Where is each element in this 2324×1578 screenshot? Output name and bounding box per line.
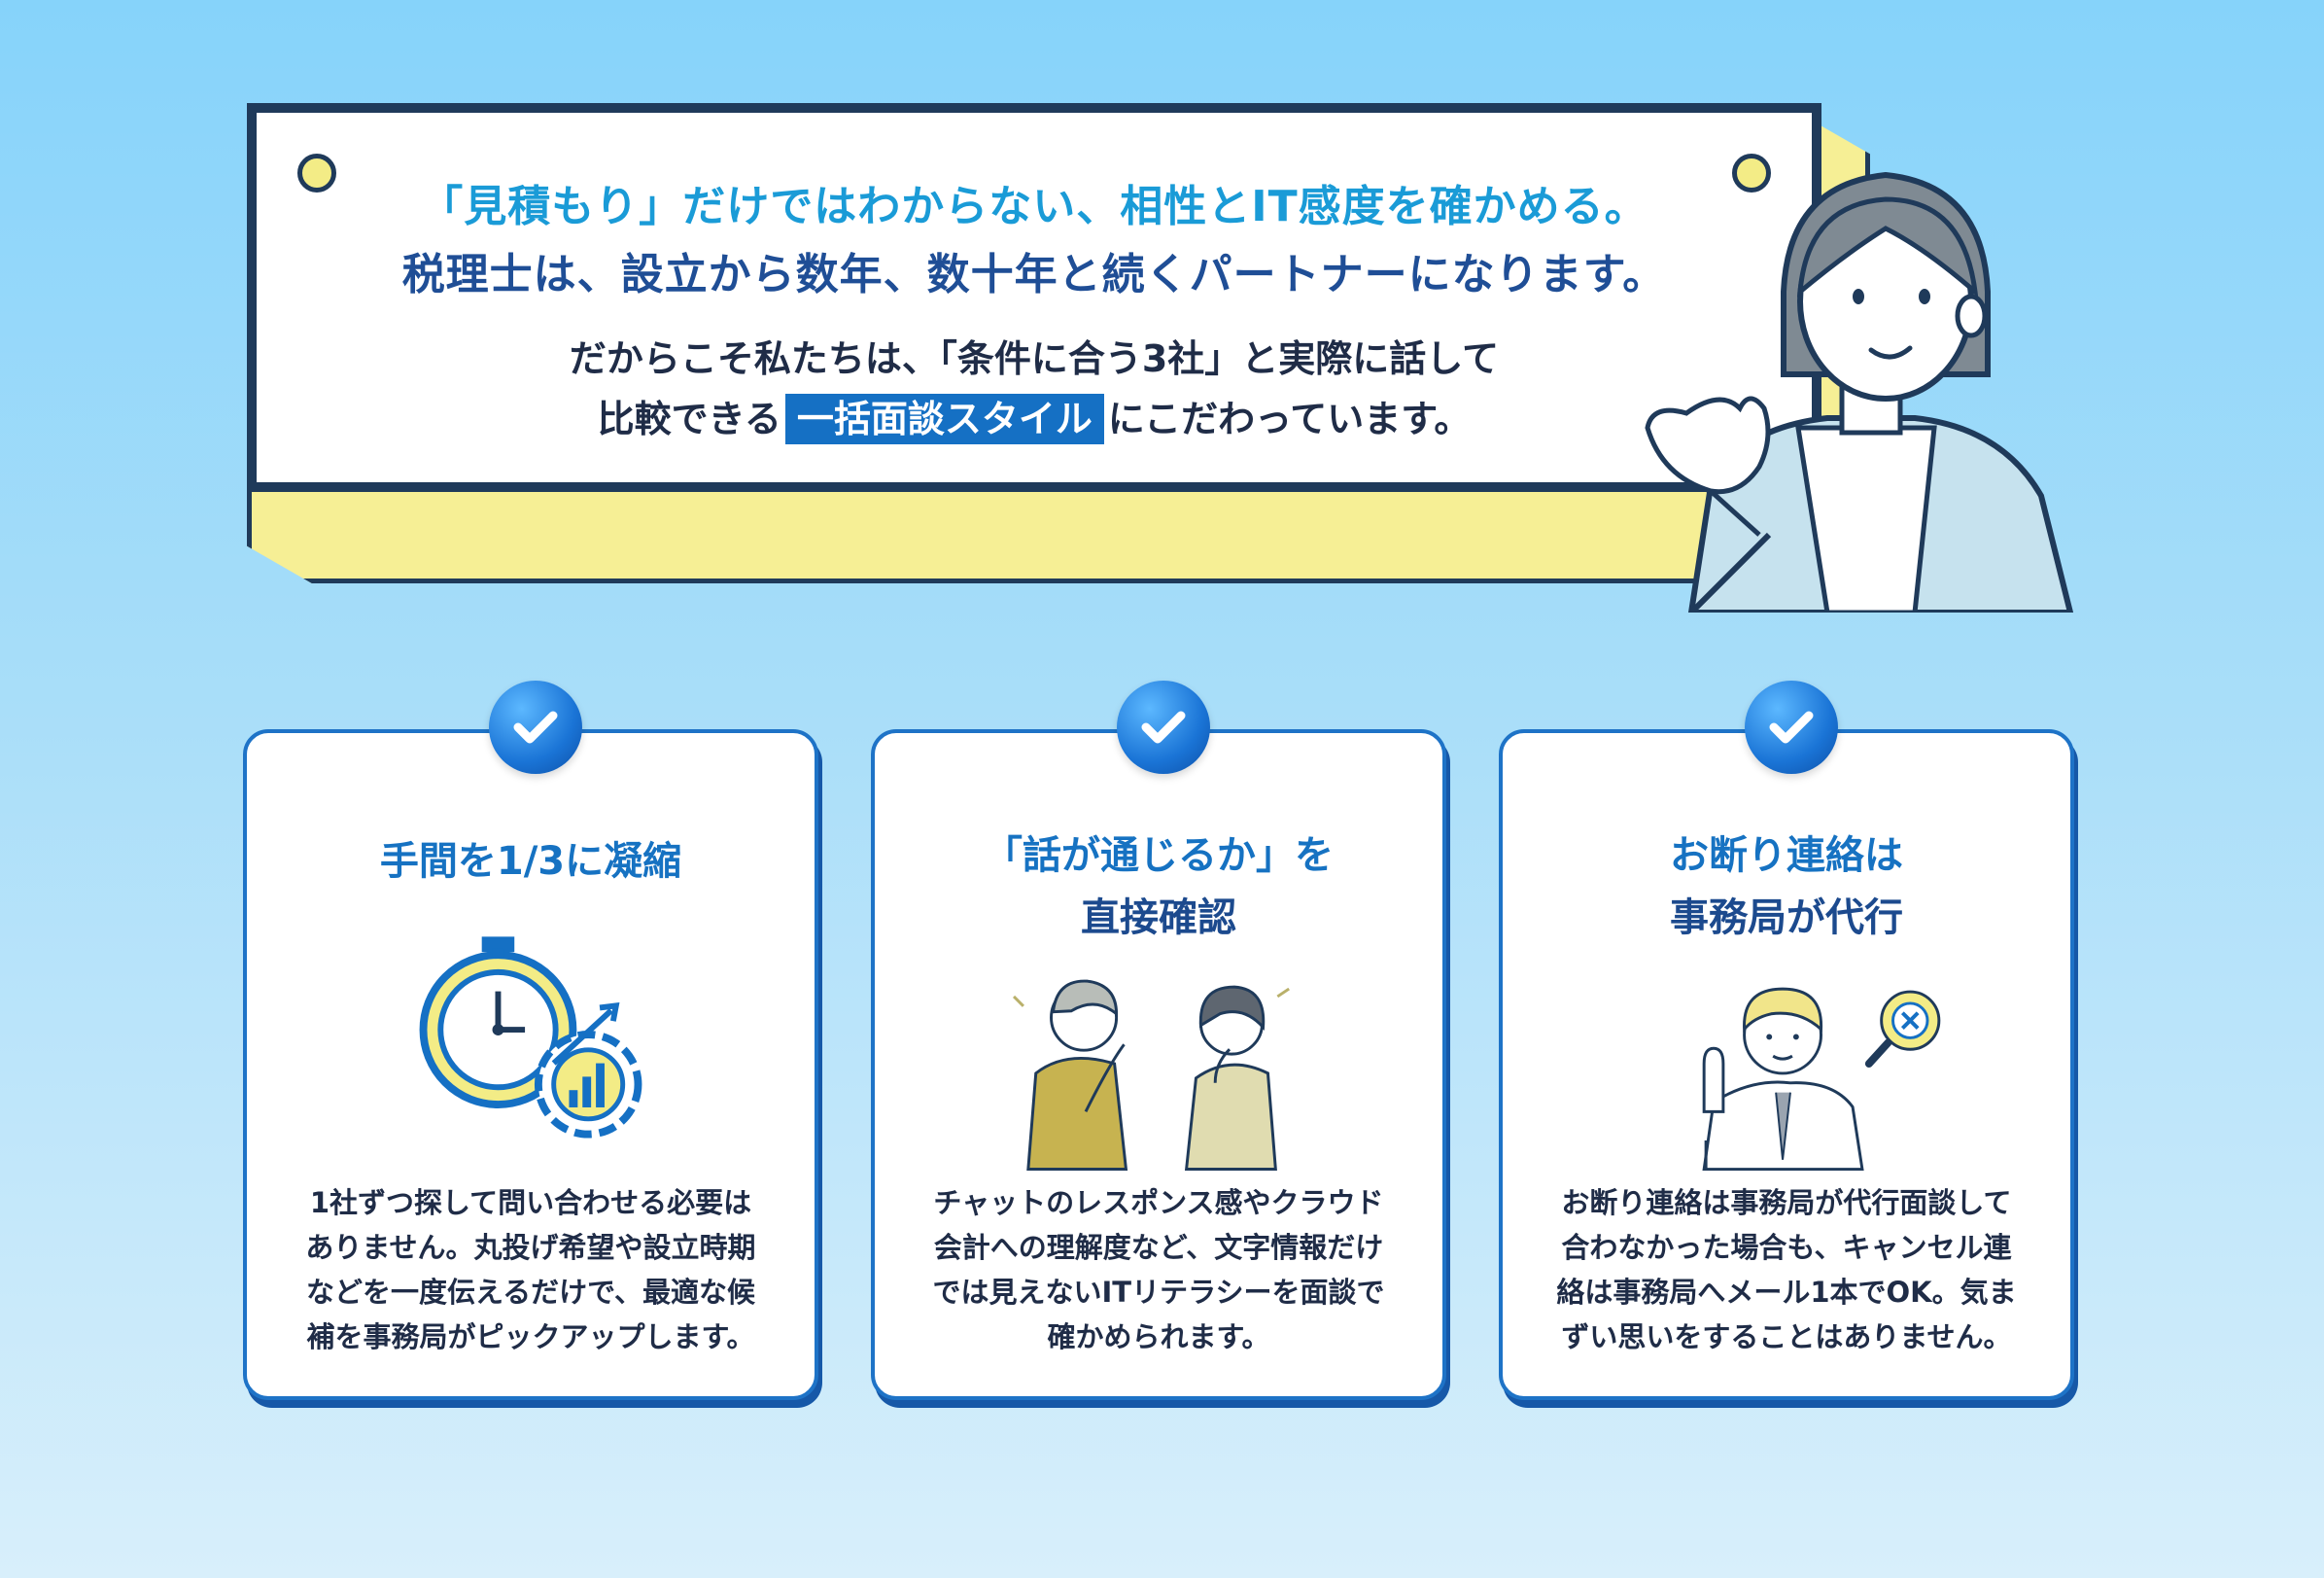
feature-card-2: 「話が通じるか」を 直接確認 チャットのレスポンス感やクラウド 会計への理解度な… bbox=[871, 729, 1446, 1400]
card-title-3: お断り連絡は 事務局が代行 bbox=[1503, 824, 2070, 949]
card-3-body-line: お断り連絡は事務局が代行面談して bbox=[1561, 1186, 2012, 1219]
card-3-body-line: 合わなかった場合も、キャンセル連 bbox=[1561, 1231, 2012, 1264]
card-2-body-line: 会計への理解度など、文字情報だけ bbox=[933, 1231, 1384, 1264]
check-badge-icon bbox=[489, 681, 582, 774]
banner-line-2: 税理士は、設立から数年、数十年と続くパートナーになります。 bbox=[401, 250, 1667, 299]
card-1-body-line: 1社ずつ探して問い合わせる必要は bbox=[309, 1186, 752, 1219]
card-2-title-line-1: 「話が通じるか」を bbox=[984, 833, 1334, 878]
card-3-title-line-2: 事務局が代行 bbox=[1670, 895, 1903, 940]
feature-card-1: 手間を1/3に凝縮 1社ずつ探して問い合わせる必要は ありません。丸投げ希望や設… bbox=[243, 729, 818, 1400]
card-1-body-line: などを一度伝えるだけで、最適な候 bbox=[306, 1276, 755, 1309]
card-title-2: 「話が通じるか」を 直接確認 bbox=[875, 824, 1442, 949]
banner-dot-left bbox=[297, 154, 336, 193]
check-badge-icon bbox=[1745, 681, 1838, 774]
card-body-1: 1社ずつ探して問い合わせる必要は ありません。丸投げ希望や設立時期 などを一度伝… bbox=[247, 1180, 815, 1359]
check-badge-icon bbox=[1117, 681, 1210, 774]
banner-line-3: だからこそ私たちは、「条件に合う3社」と実際に話して bbox=[569, 337, 1500, 380]
card-2-title-line-2: 直接確認 bbox=[1081, 895, 1236, 940]
card-2-body-line: チャットのレスポンス感やクラウド bbox=[933, 1186, 1384, 1219]
card-title-1: 手間を1/3に凝縮 bbox=[379, 839, 682, 884]
feature-card-3: お断り連絡は 事務局が代行 お断り連絡は事務局が代行面談して 合わなかった場合も… bbox=[1499, 729, 2074, 1400]
banner-highlight: 一括面談スタイル bbox=[784, 394, 1104, 444]
woman-presenting-icon bbox=[1645, 171, 2074, 613]
card-3-body-line: ずい思いをすることはありません。 bbox=[1561, 1320, 2012, 1353]
card-1-body-line: ありません。丸投げ希望や設立時期 bbox=[305, 1231, 756, 1264]
banner-dot-right bbox=[1732, 154, 1771, 193]
card-3-body-line: 絡は事務局へメール1本でOK。気ま bbox=[1556, 1276, 2017, 1309]
card-2-body-line: 確かめられます。 bbox=[1047, 1320, 1270, 1353]
banner-line-1: 「見積もり」だけではわからない、相性とIT感度を確かめる。 bbox=[420, 182, 1648, 231]
man-pointing-magnifier-icon bbox=[1702, 987, 1941, 1171]
banner-line-4-pre: 比較できる bbox=[597, 398, 781, 440]
stopwatch-gear-chart-icon bbox=[419, 936, 642, 1139]
two-people-thinking-icon bbox=[1012, 979, 1290, 1171]
card-1-body-line: 補を事務局がピックアップします。 bbox=[306, 1320, 755, 1353]
banner-line-4: 比較できる一括面談スタイルにこだわっています。 bbox=[257, 389, 1812, 444]
speech-banner: 「見積もり」だけではわからない、相性とIT感度を確かめる。 税理士は、設立から数… bbox=[247, 103, 1821, 492]
card-3-title-line-1: お断り連絡は bbox=[1670, 833, 1903, 878]
card-2-body-line: では見えないITリテラシーを面談で bbox=[932, 1276, 1385, 1309]
card-body-2: チャットのレスポンス感やクラウド 会計への理解度など、文字情報だけ では見えない… bbox=[875, 1180, 1442, 1359]
banner-line-4-post: にこだわっています。 bbox=[1107, 398, 1472, 440]
card-body-3: お断り連絡は事務局が代行面談して 合わなかった場合も、キャンセル連 絡は事務局へ… bbox=[1503, 1180, 2070, 1359]
